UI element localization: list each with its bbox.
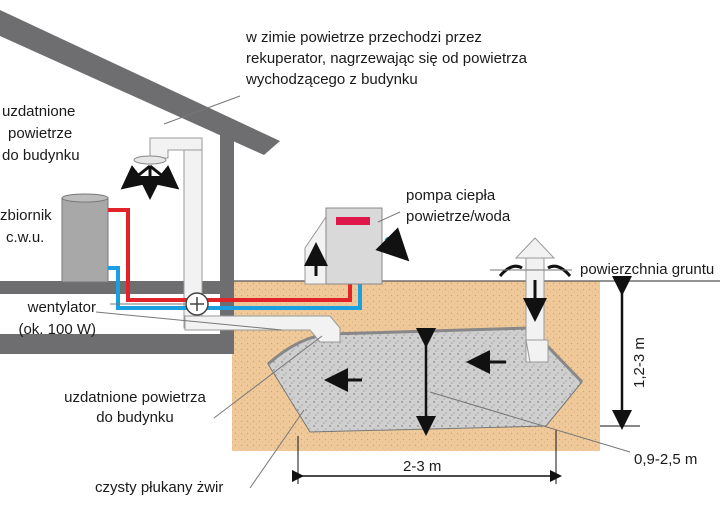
heat-pump-label-line-1: pompa ciepła — [406, 187, 496, 204]
hot-pipe — [108, 208, 352, 302]
foundation — [0, 334, 234, 354]
tank-label-line-1: zbiornik — [0, 207, 52, 224]
leader-lines — [95, 95, 631, 489]
air-outlet-arrows-icon — [120, 164, 180, 200]
gravel-label: czysty płukany żwir — [95, 479, 224, 496]
air-diffuser — [133, 155, 167, 165]
cold-pipe — [108, 266, 362, 310]
heat-pump-display — [336, 217, 370, 225]
depth-label: 1,2-3 m — [631, 337, 648, 388]
winter-note-line-3: wychodzącego z budynku — [246, 71, 418, 88]
treated-air-to-building-line-1: uzdatnione powietrza — [64, 389, 206, 406]
ground-surface-label: powierzchnia gruntu — [580, 261, 715, 278]
intake-air-arrows-icon — [498, 264, 572, 277]
hot-water-tank — [61, 197, 109, 283]
winter-note-line-1: w zimie powietrze przechodzi przez — [246, 29, 482, 46]
treated-air-to-building-line-2: do budynku — [96, 409, 174, 426]
width-label: 2-3 m — [403, 458, 442, 475]
hot-water-tank-top — [61, 193, 109, 203]
winter-note-line-2: rekuperator, nagrzewając się od powietrz… — [246, 50, 527, 67]
fan-label-line-2: (ok. 100 W) — [18, 321, 96, 338]
tank-label-line-2: c.w.u. — [6, 229, 45, 246]
house-roof — [0, 10, 280, 155]
heat-pump-label-line-2: powietrze/woda — [406, 208, 511, 225]
treated-air-in-line-3: do budynku — [2, 147, 80, 164]
heat-pump-exhaust-arrow-icon — [375, 227, 410, 262]
intake-duct-bend — [525, 339, 549, 363]
horizontal-air-duct — [184, 315, 341, 343]
treated-air-in-line-1: uzdatnione — [2, 103, 76, 120]
bed-height-label: 0,9-2,5 m — [634, 451, 698, 468]
fan-label-line-1: wentylator — [27, 299, 96, 316]
treated-air-in-line-2: powietrze — [8, 125, 73, 142]
air-intake-cap — [514, 237, 556, 259]
